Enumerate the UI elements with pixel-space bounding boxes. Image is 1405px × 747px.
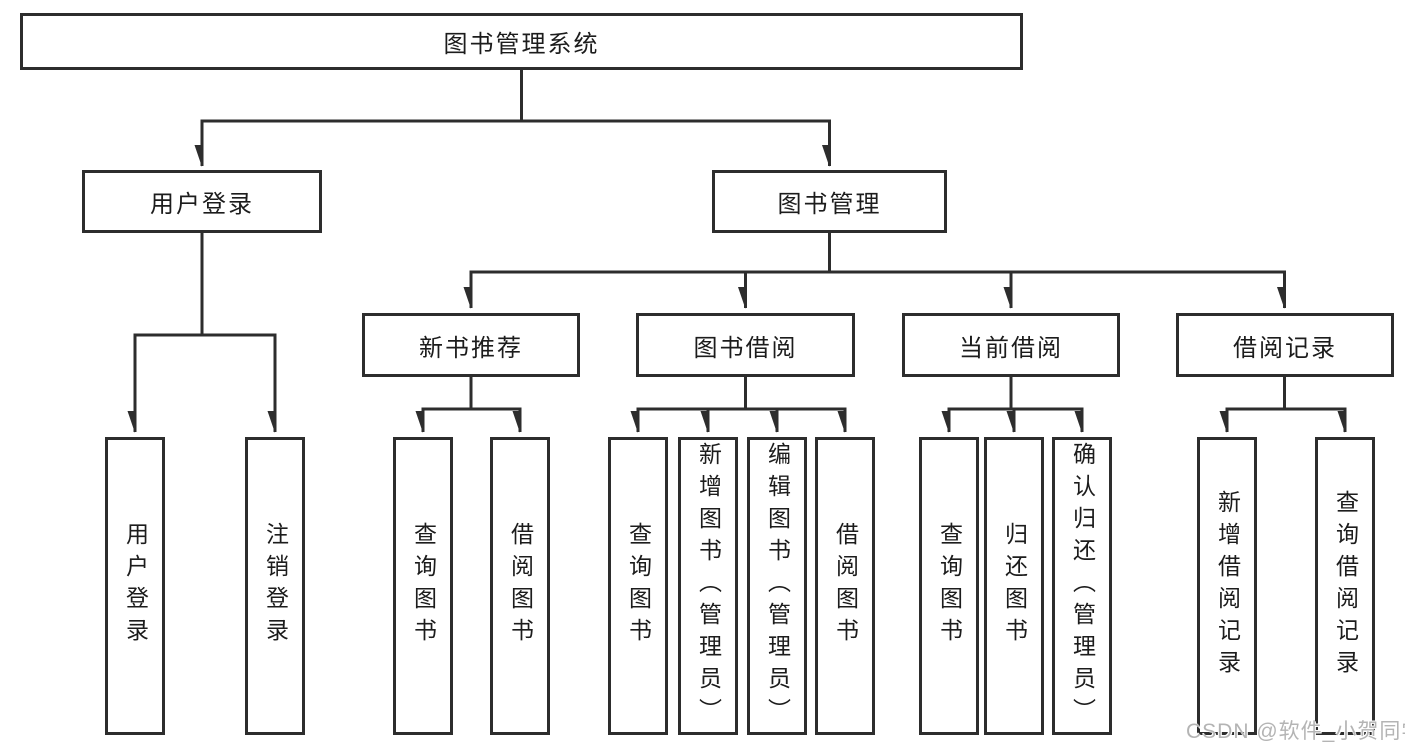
node-label: 新书推荐 — [419, 334, 523, 362]
node-borrowing-records: 借阅记录 — [1176, 313, 1394, 377]
leaf-borrowing-query-books: 查询图书 — [608, 437, 668, 735]
node-label: 查询图书 — [625, 522, 652, 650]
node-library-management-system: 图书管理系统 — [20, 13, 1023, 70]
leaf-records-query-record: 查询借阅记录 — [1315, 437, 1375, 735]
leaf-records-add-record: 新增借阅记录 — [1197, 437, 1257, 735]
node-label: 归还图书 — [1001, 522, 1028, 650]
node-label: 确认归还（管理员） — [1069, 442, 1096, 730]
leaf-recommend-borrow-books: 借阅图书 — [490, 437, 550, 735]
node-book-borrowing: 图书借阅 — [636, 313, 855, 377]
leaf-current-query-books: 查询图书 — [919, 437, 979, 735]
leaf-borrowing-edit-books-admin: 编辑图书（管理员） — [747, 437, 807, 735]
leaf-current-return-books: 归还图书 — [984, 437, 1044, 735]
node-label: 图书管理 — [777, 191, 882, 218]
leaf-user-login: 用户登录 — [105, 437, 165, 735]
node-label: 注销登录 — [262, 522, 289, 650]
node-label: 图书管理系统 — [443, 31, 600, 58]
node-label: 用户登录 — [150, 191, 254, 218]
node-label: 借阅记录 — [1233, 334, 1337, 362]
node-label: 借阅图书 — [832, 522, 859, 650]
node-label: 编辑图书（管理员） — [764, 442, 791, 730]
leaf-borrowing-add-books-admin: 新增图书（管理员） — [678, 437, 738, 735]
node-book-management: 图书管理 — [712, 170, 947, 233]
node-label: 用户登录 — [122, 522, 149, 650]
node-label: 查询借阅记录 — [1332, 490, 1359, 682]
node-label: 查询图书 — [410, 522, 437, 650]
node-current-borrowing: 当前借阅 — [902, 313, 1120, 377]
leaf-current-confirm-return-admin: 确认归还（管理员） — [1052, 437, 1112, 735]
node-label: 新增图书（管理员） — [695, 442, 722, 730]
leaf-logout: 注销登录 — [245, 437, 305, 735]
leaf-recommend-query-books: 查询图书 — [393, 437, 453, 735]
node-label: 查询图书 — [936, 522, 963, 650]
node-label: 图书借阅 — [693, 334, 798, 362]
leaf-borrowing-borrow-books: 借阅图书 — [815, 437, 875, 735]
node-label: 借阅图书 — [507, 522, 534, 650]
node-label: 当前借阅 — [959, 334, 1063, 362]
csdn-watermark: CSDN @软件_小贺同学 — [1186, 720, 1405, 743]
node-label: 新增借阅记录 — [1214, 490, 1241, 682]
node-new-book-recommendation: 新书推荐 — [362, 313, 580, 377]
node-user-login: 用户登录 — [82, 170, 322, 233]
